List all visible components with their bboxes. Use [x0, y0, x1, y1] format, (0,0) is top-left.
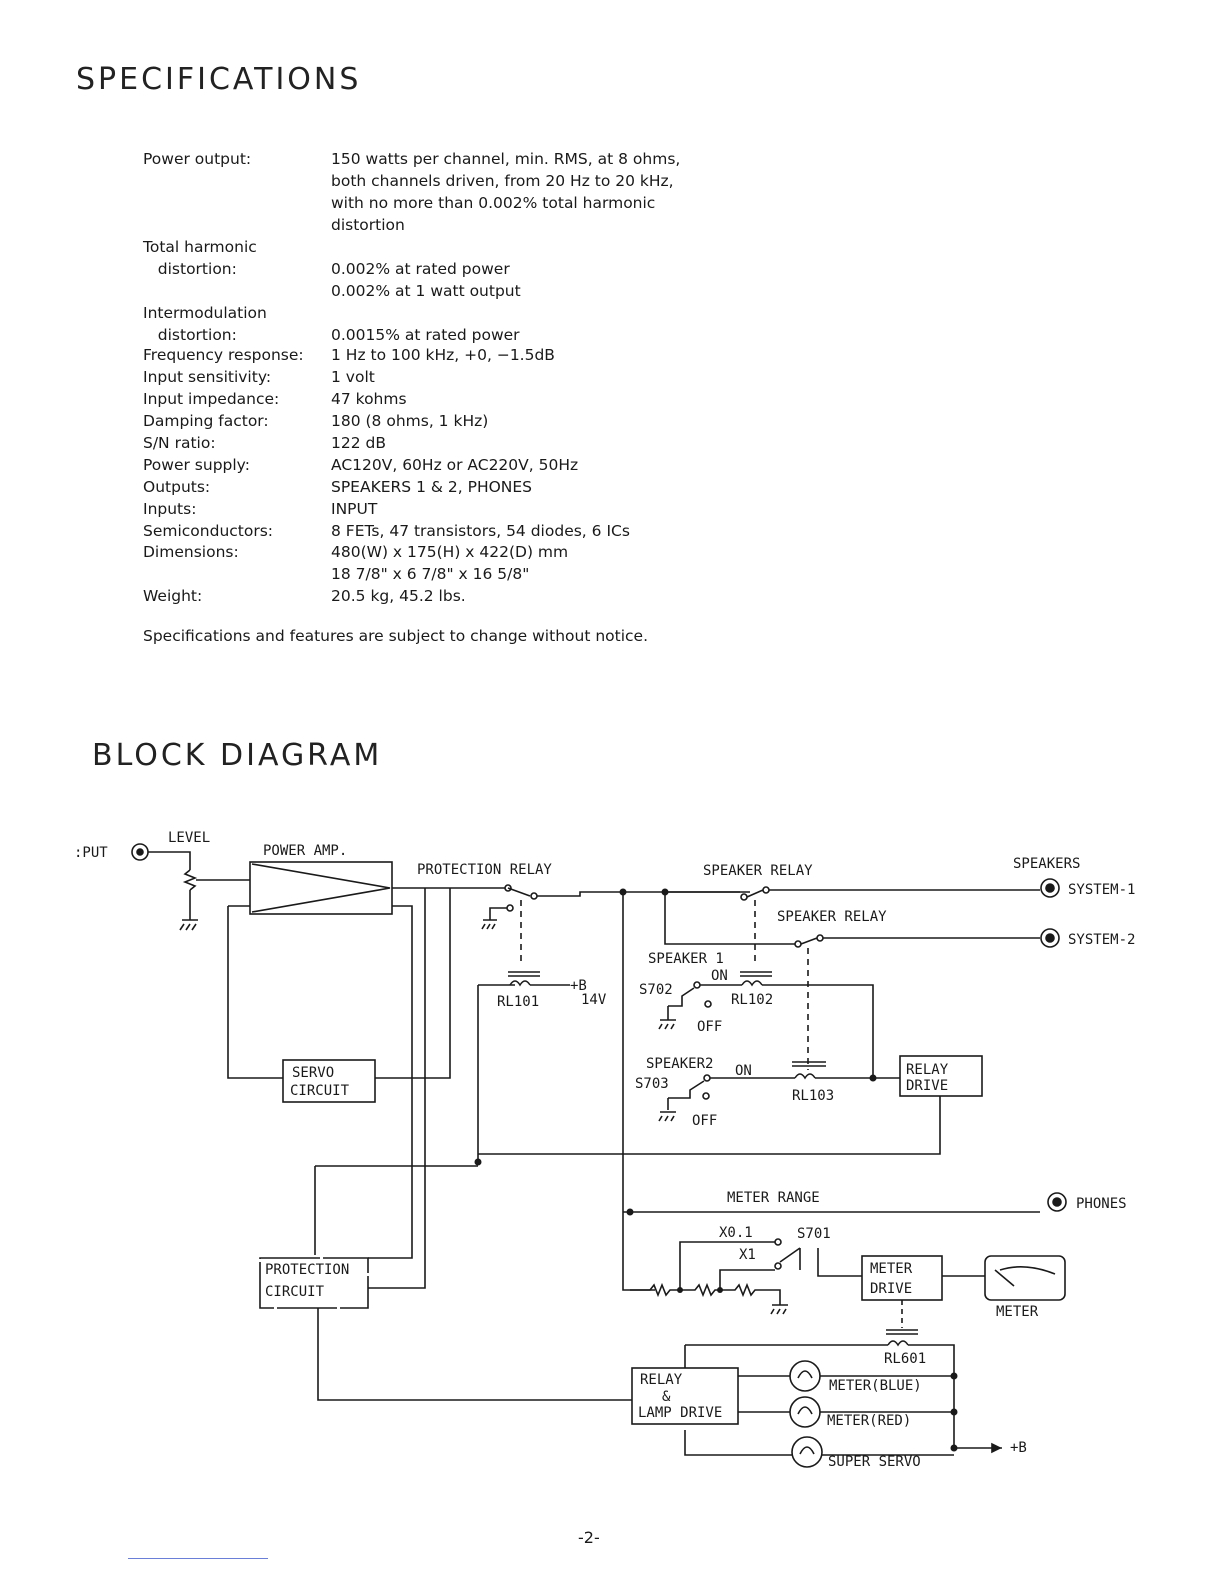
label-on-1: ON [711, 968, 728, 984]
spec-label: Total harmonic distortion: [143, 238, 257, 278]
block-diagram: :PUT LEVEL POWER AMP. PROTECTION RELAY S… [74, 830, 1135, 1470]
label-super-servo: SUPER SERVO [828, 1454, 921, 1470]
label-speakers: SPEAKERS [1013, 856, 1080, 872]
label-x1: X1 [739, 1247, 756, 1263]
label-speaker2: SPEAKER2 [646, 1056, 713, 1072]
protection-circuit-block [259, 1257, 369, 1309]
meter-blue-lamp-icon [789, 1360, 821, 1392]
label-rl103: RL103 [792, 1088, 834, 1104]
spec-value: 122 dB [331, 434, 386, 452]
label-14v: 14V [581, 992, 607, 1008]
spec-label: Power output: [143, 150, 252, 168]
label-relay-lamp-3: LAMP DRIVE [638, 1405, 722, 1421]
spec-label: Power supply: [143, 456, 250, 474]
meter-icon [984, 1255, 1066, 1301]
phones-jack-icon [1047, 1192, 1067, 1212]
label-meter-blue: METER(BLUE) [829, 1378, 922, 1394]
spec-value: 1 volt [331, 368, 375, 386]
servo-circuit-block [282, 1059, 376, 1103]
label-protection-1: PROTECTION [265, 1262, 349, 1278]
label-off-2: OFF [692, 1113, 717, 1129]
spec-value: 480(W) x 175(H) x 422(D) mm 18 7/8" x 6 … [331, 543, 569, 583]
spec-value: 8 FETs, 47 transistors, 54 diodes, 6 ICs [331, 522, 630, 540]
spec-value: INPUT [331, 500, 378, 518]
spec-label: Outputs: [143, 478, 211, 496]
spec-value: 1 Hz to 100 kHz, +0, −1.5dB [331, 346, 555, 364]
super-servo-lamp-icon [791, 1436, 823, 1468]
label-rl102: RL102 [731, 992, 773, 1008]
meter-red-lamp-icon [789, 1396, 821, 1428]
spec-label: Input impedance: [143, 390, 280, 408]
label-meter-range: METER RANGE [727, 1190, 820, 1206]
footer-line [128, 1558, 268, 1559]
label-meter-drive-1: METER [870, 1261, 913, 1277]
power-amp-block [249, 861, 393, 915]
label-system2: SYSTEM-2 [1068, 932, 1135, 948]
spec-value: SPEAKERS 1 & 2, PHONES [331, 478, 533, 496]
system2-jack-icon [1040, 928, 1060, 948]
specifications-note: Specifications and features are subject … [143, 627, 648, 645]
label-relay-drive-1: RELAY [906, 1062, 949, 1078]
spec-label: S/N ratio: [143, 434, 216, 452]
label-s701: S701 [797, 1226, 831, 1242]
spec-value: 47 kohms [331, 390, 407, 408]
label-meter-red: METER(RED) [827, 1413, 911, 1429]
spec-value: 180 (8 ohms, 1 kHz) [331, 412, 489, 430]
relay-lamp-drive-block [631, 1367, 739, 1425]
label-s702: S702 [639, 982, 673, 998]
label-meter: METER [996, 1304, 1039, 1320]
specifications-title: SPECIFICATIONS [76, 62, 362, 97]
spec-label: Frequency response: [143, 346, 304, 364]
spec-label: Input sensitivity: [143, 368, 272, 386]
spec-label: Damping factor: [143, 412, 269, 430]
label-speaker-relay-1: SPEAKER RELAY [703, 863, 813, 879]
label-relay-lamp-2: & [662, 1389, 671, 1405]
label-rl601: RL601 [884, 1351, 926, 1367]
spec-label: Weight: [143, 587, 203, 605]
spec-label: Dimensions: [143, 543, 239, 561]
block-diagram-title: BLOCK DIAGRAM [92, 738, 383, 773]
label-level: LEVEL [168, 830, 210, 846]
spec-value: 20.5 kg, 45.2 lbs. [331, 587, 466, 605]
spec-value: 0.0015% at rated power [331, 326, 520, 344]
label-protection-relay: PROTECTION RELAY [417, 862, 552, 878]
label-system1: SYSTEM-1 [1068, 882, 1135, 898]
relay-drive-block [899, 1055, 983, 1097]
label-on-2: ON [735, 1063, 752, 1079]
label-phones: PHONES [1076, 1196, 1127, 1212]
spec-label: Intermodulation distortion: [143, 304, 267, 344]
label-off-1: OFF [697, 1019, 722, 1035]
label-protection-2: CIRCUIT [265, 1284, 325, 1300]
label-servo-2: CIRCUIT [290, 1083, 350, 1099]
spec-value: AC120V, 60Hz or AC220V, 50Hz [331, 456, 579, 474]
label-power-amp: POWER AMP. [263, 843, 347, 859]
label-plus-b: +B [570, 978, 587, 994]
label-rl101: RL101 [497, 994, 539, 1010]
spec-label: Semiconductors: [143, 522, 274, 540]
label-relay-lamp-1: RELAY [640, 1372, 683, 1388]
label-meter-drive-2: DRIVE [870, 1281, 912, 1297]
label-x01: X0.1 [719, 1225, 753, 1241]
spec-value: 0.002% at rated power 0.002% at 1 watt o… [331, 260, 521, 300]
label-speaker-relay-2: SPEAKER RELAY [777, 909, 887, 925]
level-pot-icon [182, 869, 198, 891]
spec-label: Inputs: [143, 500, 197, 518]
label-servo-1: SERVO [292, 1065, 334, 1081]
label-plus-b-2: +B [1010, 1440, 1027, 1456]
page-number: -2- [578, 1528, 600, 1547]
label-input: :PUT [74, 845, 108, 861]
label-speaker1: SPEAKER 1 [648, 951, 724, 967]
label-s703: S703 [635, 1076, 669, 1092]
system1-jack-icon [1040, 878, 1060, 898]
label-relay-drive-2: DRIVE [906, 1078, 948, 1094]
spec-value: 150 watts per channel, min. RMS, at 8 oh… [331, 150, 681, 234]
